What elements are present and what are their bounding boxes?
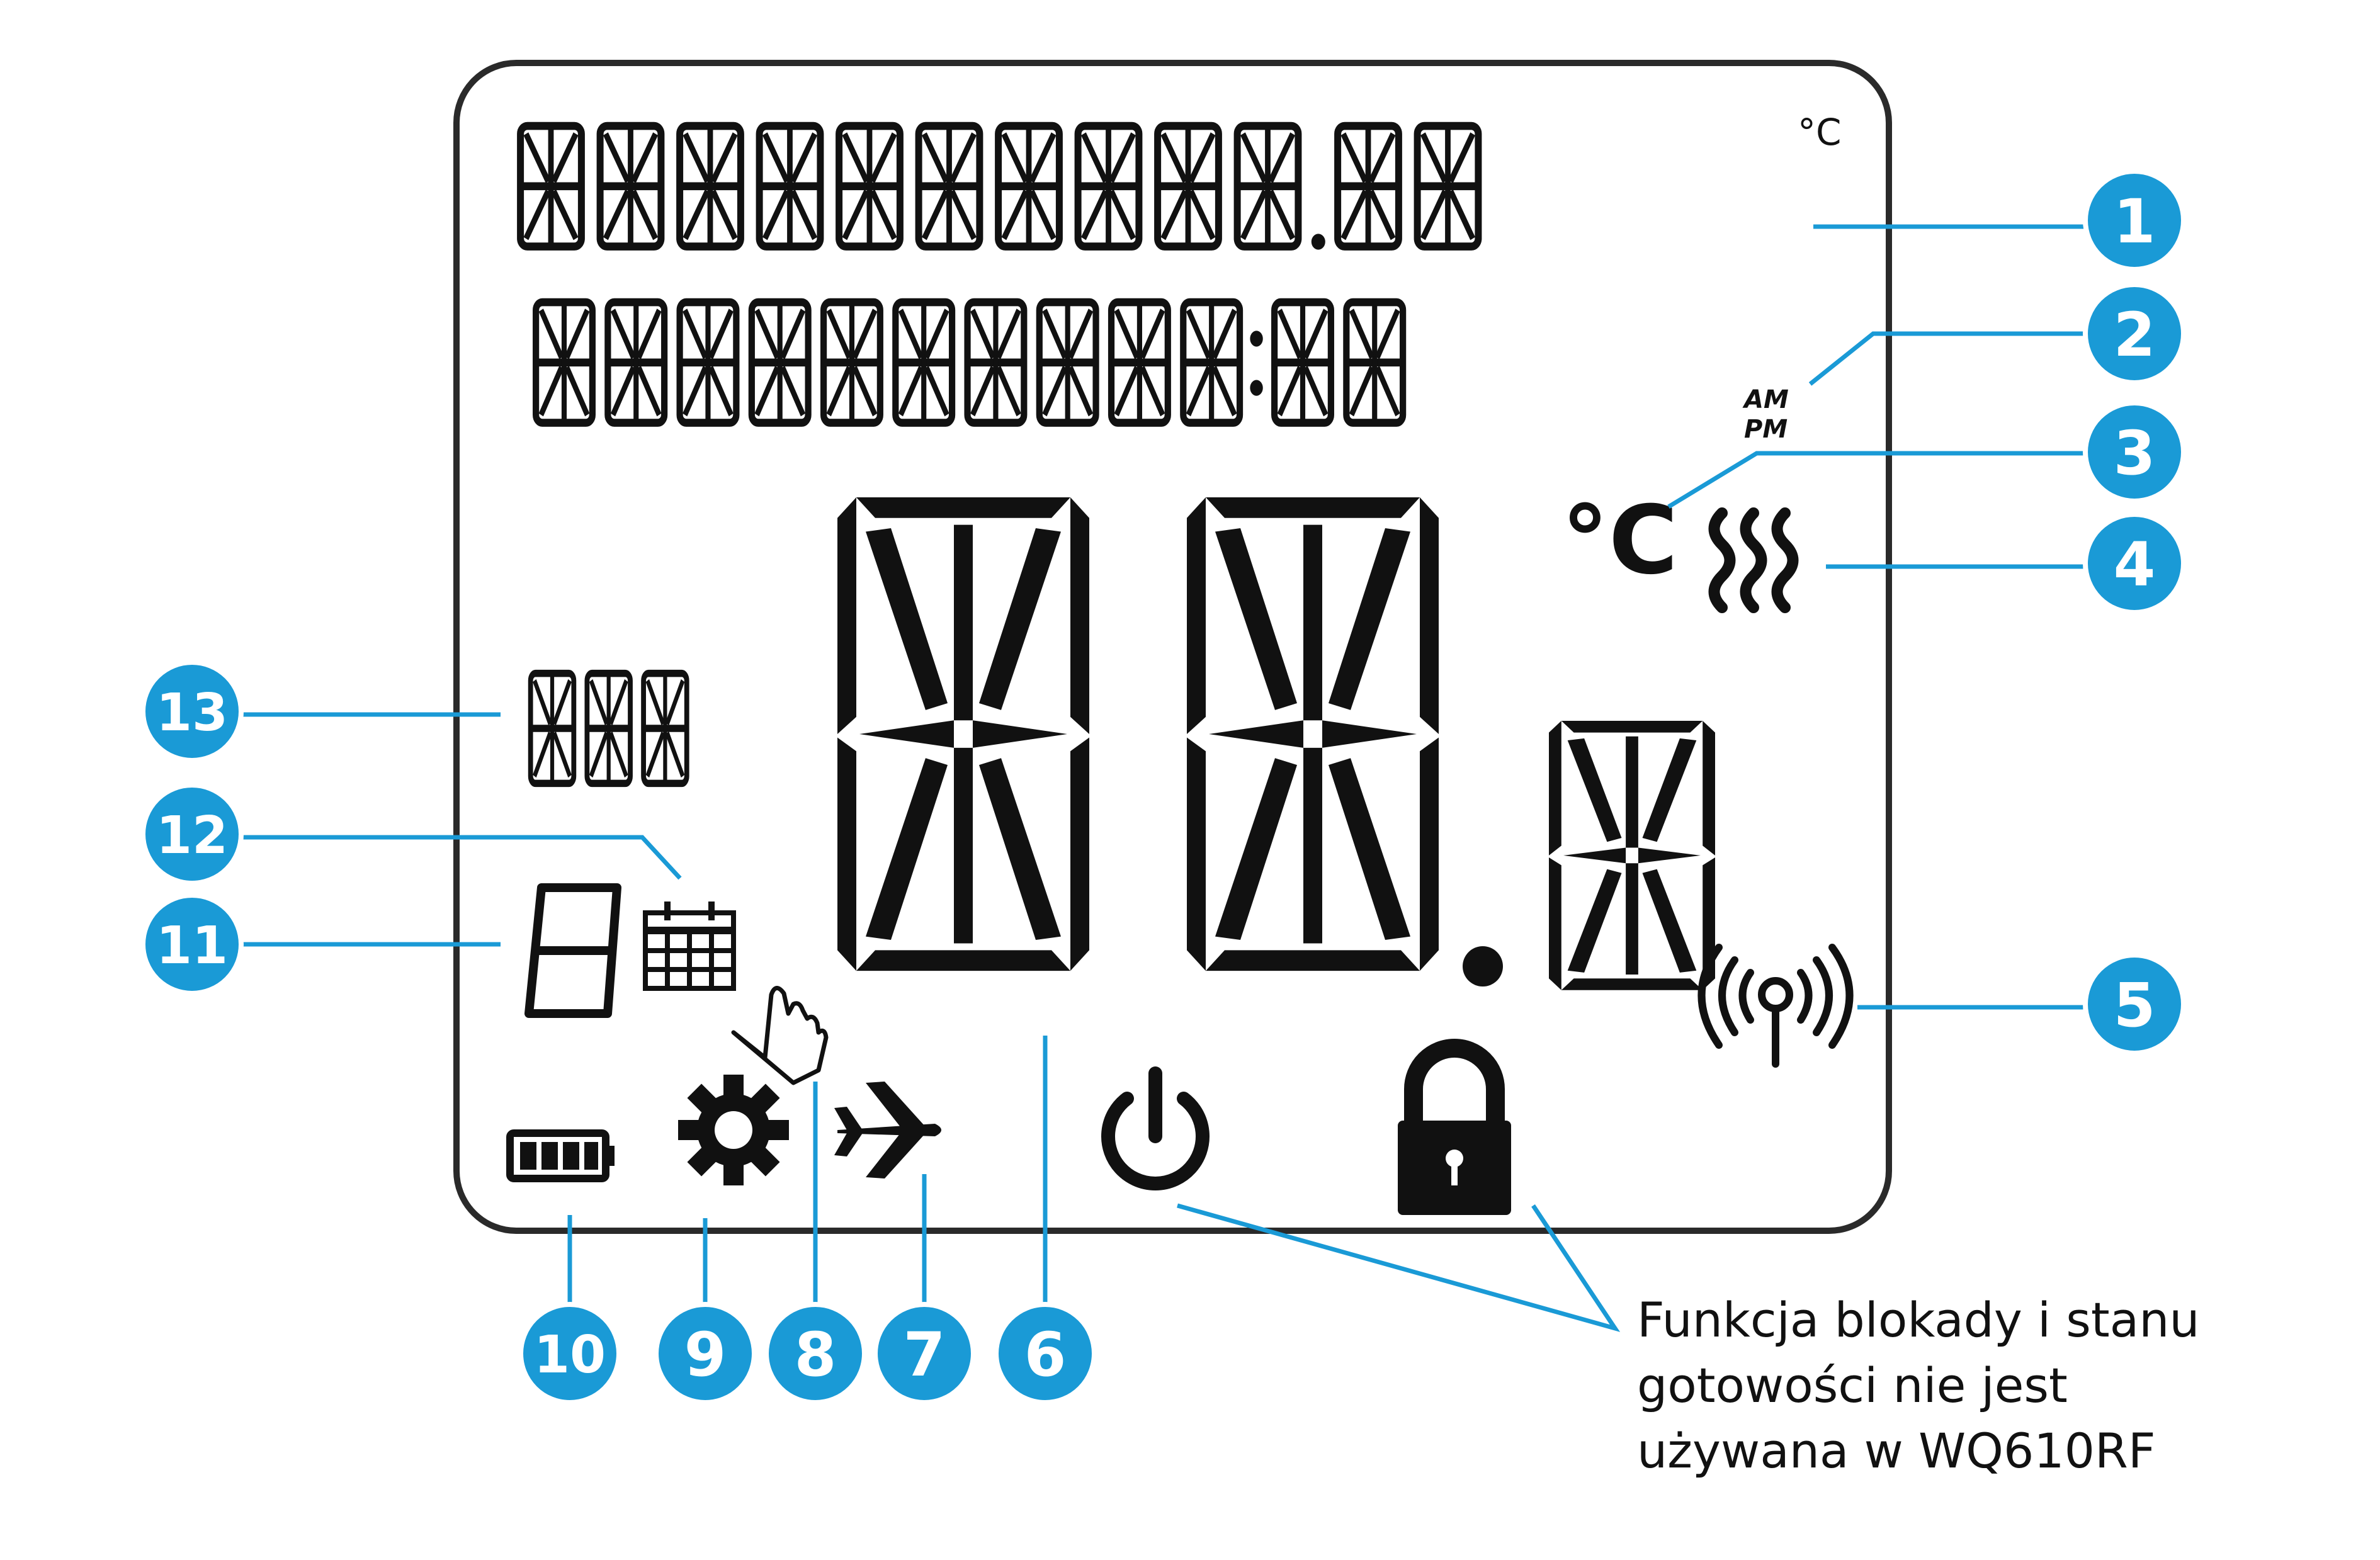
row-1-unit-label: °C <box>1798 111 1842 154</box>
badge-6: 6 <box>994 1302 1097 1405</box>
badge-11: 11 <box>140 893 244 996</box>
badge-9: 9 <box>654 1302 757 1405</box>
airplane-icon <box>834 1082 941 1178</box>
wireless-signal-icon <box>1697 944 1854 1068</box>
badge-12: 12 <box>140 783 244 886</box>
gear-icon <box>678 1075 789 1185</box>
badge-3: 3 <box>2083 400 2186 504</box>
badge-5: 5 <box>2083 952 2186 1056</box>
main-decimal-point <box>1463 946 1503 986</box>
svg-text:4: 4 <box>2114 529 2156 600</box>
svg-text:10: 10 <box>534 1325 606 1385</box>
lcd-row-2-segments <box>536 302 1403 423</box>
badge-10: 10 <box>518 1302 621 1405</box>
badge-7: 7 <box>873 1302 976 1405</box>
svg-text:7: 7 <box>904 1320 946 1390</box>
svg-text:13: 13 <box>156 683 228 743</box>
hand-pointer-icon <box>731 986 829 1085</box>
note-line-1: Funkcja blokady i stanu <box>1637 1292 2200 1348</box>
svg-text:12: 12 <box>156 806 228 866</box>
leader-lines <box>233 224 2109 1341</box>
callout-badges: 1 2 3 4 5 6 7 8 <box>140 169 2186 1405</box>
badge-8: 8 <box>764 1302 867 1405</box>
svg-text:1: 1 <box>2114 186 2156 257</box>
temperature-unit: °C <box>1561 486 1678 596</box>
heating-icon <box>1708 507 1799 613</box>
note-line-3: używana w WQ610RF <box>1637 1423 2156 1479</box>
battery-icon <box>506 1129 615 1182</box>
svg-text:11: 11 <box>156 916 228 976</box>
badge-4: 4 <box>2083 512 2186 615</box>
svg-text:2: 2 <box>2114 300 2156 370</box>
badge-2: 2 <box>2083 282 2186 385</box>
power-icon <box>1101 1066 1210 1190</box>
calendar-icon <box>643 902 736 991</box>
note-line-2: gotowości nie jest <box>1637 1357 2068 1413</box>
svg-text:3: 3 <box>2114 418 2156 489</box>
svg-text:9: 9 <box>684 1320 727 1390</box>
lcd-frame <box>453 60 1892 1234</box>
badge-1: 1 <box>2083 169 2186 272</box>
lock-icon <box>1398 1039 1511 1215</box>
pm-indicator: PM <box>1744 415 1788 444</box>
svg-text:6: 6 <box>1024 1320 1067 1390</box>
day-segment-digit <box>524 883 621 1018</box>
lcd-row-1-segments <box>521 126 1478 250</box>
note-text: Funkcja blokady i stanu gotowości nie je… <box>1637 1287 2330 1484</box>
badge-13: 13 <box>140 660 244 763</box>
am-indicator: AM <box>1742 385 1789 414</box>
svg-text:8: 8 <box>795 1320 837 1390</box>
lcd-small-3-char-segments <box>531 674 687 784</box>
svg-text:5: 5 <box>2114 970 2156 1041</box>
